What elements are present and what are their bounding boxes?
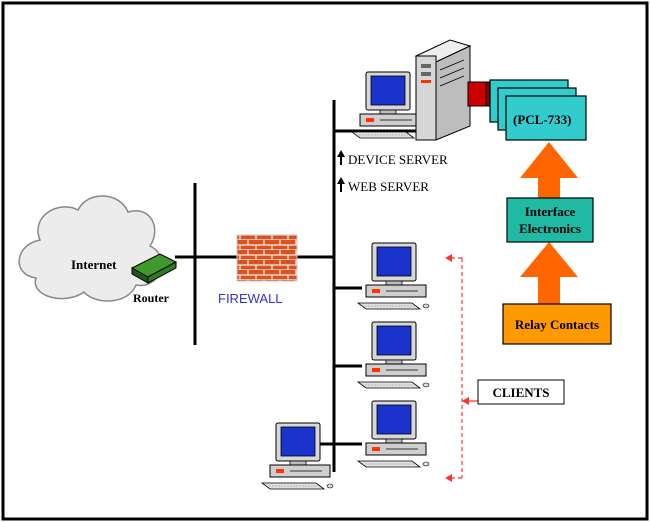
arrowhead-icon [445, 474, 452, 482]
arrowhead-icon [462, 397, 469, 405]
interface-label-line1: Interface [525, 204, 576, 219]
interface-label-line2: Electronics [519, 221, 581, 236]
router-label: Router [133, 291, 170, 305]
web-server-label: WEB SERVER [348, 179, 429, 194]
orange-arrow-lower [520, 242, 578, 305]
web-server-arrow-icon [337, 177, 345, 192]
internet-label: Internet [71, 257, 117, 272]
relay-label: Relay Contacts [515, 317, 599, 332]
relay-contacts-box [502, 303, 612, 345]
interface-electronics-box [506, 197, 594, 243]
clients-label: CLIENTS [492, 385, 549, 400]
brick-wall-icon [236, 234, 298, 282]
pcl-card-stack [489, 79, 587, 141]
device-server-arrow-icon [337, 150, 345, 165]
pcl-label: (PCL-733) [513, 112, 572, 127]
firewall-label: FIREWALL [218, 291, 283, 306]
router-icon [130, 253, 178, 284]
device-server-label: DEVICE SERVER [348, 152, 448, 167]
clients-label-box [477, 379, 565, 405]
orange-arrow-upper [520, 142, 578, 198]
server-tower-icon [414, 39, 472, 141]
arrowhead-icon [445, 254, 452, 262]
